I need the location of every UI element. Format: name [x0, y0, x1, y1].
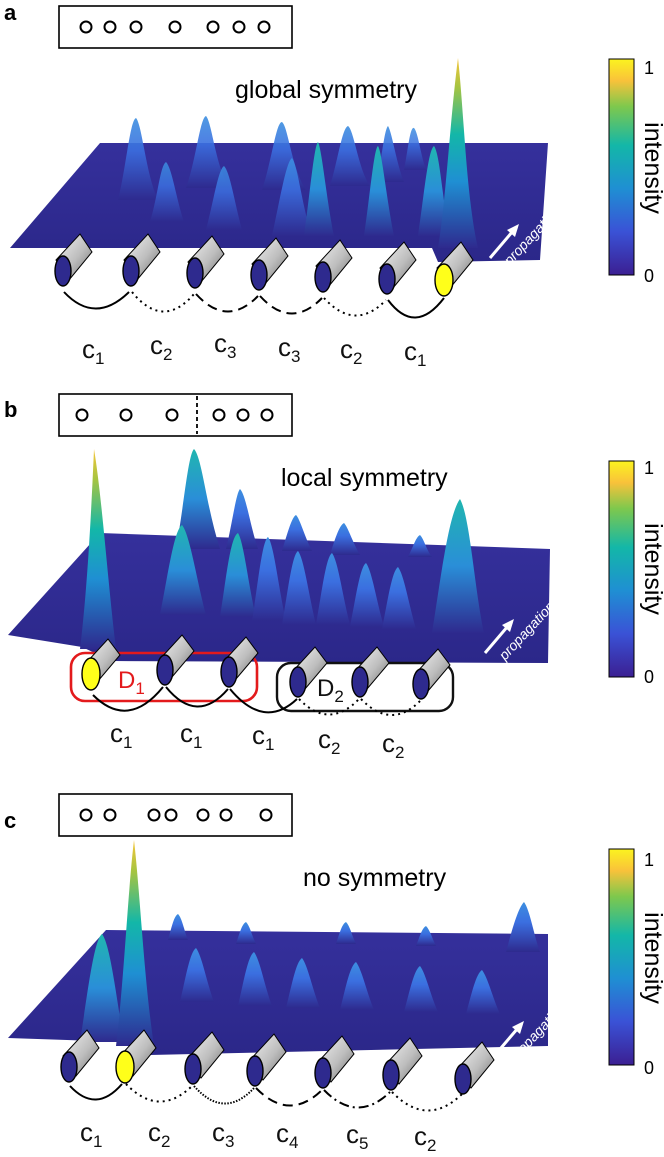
colorbar-min: 0 [644, 667, 654, 687]
panel-a-inset [58, 5, 293, 49]
coupling-label: c3 [278, 332, 300, 366]
waveguide-5 [314, 239, 353, 293]
colorbar-max: 1 [644, 58, 654, 78]
panel-b: b local symmetry 1 0 intensity [0, 385, 664, 780]
domain-d2-label: D2 [317, 675, 344, 706]
coupling-label: c1 [80, 1117, 102, 1151]
panel-a-couplings [63, 291, 445, 319]
colorbar-max: 1 [644, 458, 654, 478]
panel-a-title: global symmetry [235, 76, 417, 104]
waveguide-2-excited [115, 1029, 157, 1084]
panel-a: a global symmetry 1 0 intensity [0, 0, 664, 385]
colorbar-min: 0 [644, 266, 654, 286]
panel-c-title: no symmetry [303, 864, 447, 892]
waveguide-4 [246, 1033, 287, 1087]
panel-c-waveguides [60, 1029, 495, 1095]
coupling-label: c2 [340, 334, 362, 368]
waveguide-7 [454, 1041, 495, 1095]
panel-c-colorbar: 1 0 intensity [608, 848, 664, 1078]
panel-b-coupling-labels: c1 c1 c1 c2 c2 [110, 718, 404, 762]
panel-c-couplings [69, 1083, 463, 1112]
waveguide-1-excited [81, 638, 121, 691]
coupling-label: c3 [214, 328, 236, 362]
waveguide-7-excited [434, 241, 474, 297]
panel-b-waveguides [81, 634, 451, 700]
panel-c-surface: propagation (z) [8, 840, 581, 1066]
waveguide-6 [378, 241, 417, 295]
colorbar-label: intensity [639, 912, 664, 1004]
panel-b-colorbar: 1 0 intensity [608, 458, 664, 687]
waveguide-1 [60, 1029, 100, 1083]
panel-c-coupling-labels: c1 c2 c3 c4 c5 c2 [80, 1117, 436, 1155]
panel-c-letter: c [4, 808, 16, 833]
waveguide-3 [184, 1031, 225, 1085]
panel-b-svg: b local symmetry 1 0 intensity [4, 393, 664, 762]
colorbar-label: intensity [639, 523, 664, 615]
coupling-label: c2 [414, 1121, 436, 1155]
panel-b-inset [58, 393, 293, 437]
panel-a-coupling-labels: c1 c2 c3 c3 c2 c1 [82, 328, 426, 370]
coupling-label: c1 [82, 334, 104, 368]
colorbar-min: 0 [644, 1058, 654, 1078]
panel-a-colorbar: 1 0 intensity [608, 58, 664, 286]
coupling-label: c1 [180, 718, 202, 752]
coupling-label: c3 [212, 1117, 234, 1151]
waveguide-2 [122, 233, 161, 287]
waveguide-3 [186, 235, 225, 289]
colorbar-max: 1 [644, 850, 654, 870]
colorbar-label: intensity [639, 122, 664, 214]
coupling-label: c5 [346, 1119, 368, 1153]
panel-c: c no symmetry 1 0 intensity [0, 780, 664, 1157]
panel-c-inset [58, 793, 293, 837]
panel-a-letter: a [4, 0, 17, 25]
waveguide-1 [54, 233, 93, 287]
coupling-label: c4 [276, 1118, 298, 1152]
coupling-label: c1 [404, 336, 426, 370]
coupling-label: c2 [150, 330, 172, 364]
panel-c-svg: c no symmetry 1 0 intensity [4, 793, 664, 1155]
coupling-label: c1 [252, 720, 274, 754]
waveguide-6 [382, 1037, 423, 1091]
panel-a-svg: a global symmetry 1 0 intensity [4, 0, 664, 370]
waveguide-5 [314, 1035, 355, 1089]
coupling-label: c2 [318, 724, 340, 758]
panel-a-waveguides [54, 233, 474, 297]
waveguide-6 [412, 648, 451, 700]
waveguide-5 [351, 646, 390, 698]
coupling-label: c2 [148, 1117, 170, 1151]
waveguide-4 [250, 237, 289, 291]
panel-b-couplings [92, 686, 421, 716]
coupling-label: c1 [110, 718, 132, 752]
coupling-label: c2 [382, 728, 404, 762]
domain-d1-label: D1 [118, 667, 145, 698]
panel-b-surface: propagation (z) [8, 449, 571, 664]
waveguide-3 [220, 636, 259, 688]
domain-d1-box [69, 651, 259, 703]
waveguide-2 [156, 634, 195, 686]
waveguide-4 [289, 646, 328, 698]
panel-b-letter: b [4, 397, 17, 422]
panel-b-title: local symmetry [281, 464, 448, 492]
